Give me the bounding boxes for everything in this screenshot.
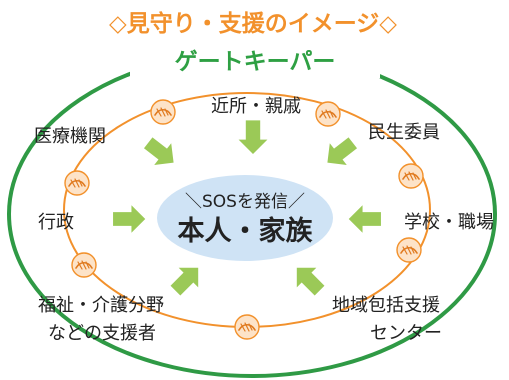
arrow-from-school-workplace: [348, 205, 381, 233]
handshake-icon: [396, 237, 422, 263]
handshake-icon: [71, 252, 97, 278]
arrow-from-neighbors: [238, 120, 268, 154]
person-family-label: 本人・家族: [178, 215, 314, 247]
handshake-icon: [398, 163, 424, 189]
community-center-label-line1: 地域包括支援: [332, 295, 440, 316]
center-bubble: [157, 175, 333, 261]
handshake-icon: [150, 99, 176, 125]
diagram-title: ◇見守り・支援のイメージ◇: [109, 10, 397, 37]
welfare-commissioner-label: 民生委員: [368, 122, 440, 143]
handshake-icon: [315, 101, 341, 127]
arrow-from-administration: [113, 205, 146, 233]
medical-institution-label: 医療機関: [34, 126, 106, 147]
welfare-care-label-line2: などの支援者: [48, 323, 156, 344]
school-workplace-label: 学校・職場: [404, 212, 494, 233]
handshake-icon: [234, 314, 260, 340]
neighbors-relatives-label: 近所・親戚: [211, 96, 301, 117]
arrow-from-medical: [139, 131, 183, 174]
arrow-from-welfare-commissioner: [318, 131, 362, 174]
arrow-from-welfare-care: [165, 258, 208, 301]
handshake-icon: [64, 170, 90, 196]
welfare-care-label-line1: 福祉・介護分野: [38, 295, 164, 316]
gatekeeper-heading: ゲートキーパー: [175, 49, 336, 75]
arrow-from-community-center: [287, 258, 330, 301]
administration-label: 行政: [38, 212, 74, 233]
community-center-label-line2: センター: [370, 323, 442, 344]
sos-callout: ＼SOSを発信／: [185, 192, 305, 212]
